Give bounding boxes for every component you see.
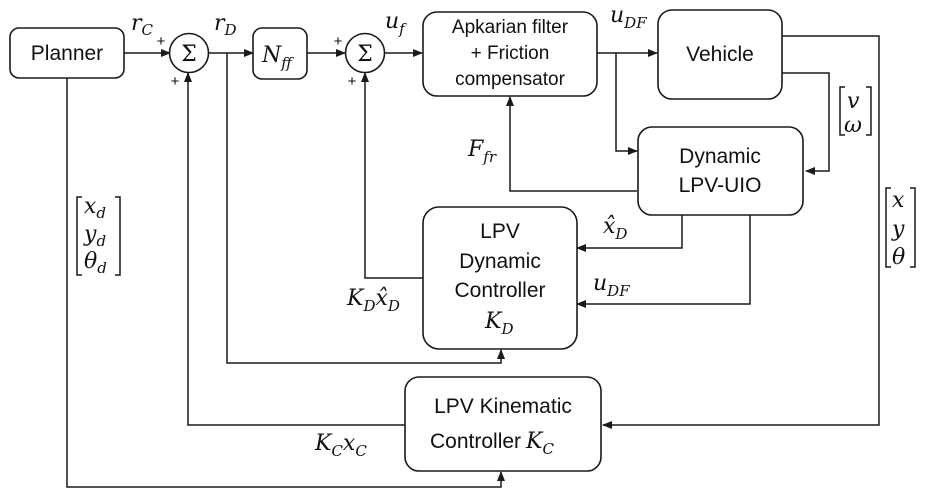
svg-text:v: v bbox=[847, 89, 860, 114]
sum1-sigma: Σ bbox=[181, 42, 197, 67]
wire-vel-to-uio bbox=[781, 72, 830, 175]
planner-label: Planner bbox=[31, 42, 103, 65]
signal-u-df-top: uDF bbox=[610, 3, 647, 32]
signal-u-df-mid: uDF bbox=[593, 271, 630, 300]
dyn-ctrl-line-1: LPV bbox=[480, 220, 520, 243]
sum2-sign-left: + bbox=[334, 33, 343, 50]
signal-kc-xc: KCxC bbox=[314, 431, 367, 460]
dyn-ctrl-line-2: Dynamic bbox=[459, 250, 541, 273]
sum1-sign-left: + bbox=[157, 33, 166, 50]
dyn-ctrl-gain: KD bbox=[484, 309, 513, 338]
sum2-junction[interactable]: Σ + + bbox=[334, 32, 386, 90]
wire-rd-to-dyn-ctrl bbox=[226, 53, 505, 364]
sum2-sign-bottom: + bbox=[348, 73, 357, 90]
svg-text:ω: ω bbox=[844, 113, 862, 138]
sum1-junction[interactable]: Σ + + bbox=[157, 32, 210, 90]
signal-pose-vector: x y θ bbox=[885, 187, 916, 270]
svg-text:x: x bbox=[892, 188, 905, 213]
uio-line-2: LPV-UIO bbox=[679, 174, 762, 197]
uio-line-1: Dynamic bbox=[679, 145, 761, 168]
wire-dyn-ctrl-to-sum2 bbox=[361, 72, 423, 279]
svg-text:θd: θd bbox=[84, 249, 107, 277]
apkarian-filter-block[interactable]: Apkarian filter + Friction compensator bbox=[422, 11, 598, 97]
sum1-sign-bottom: + bbox=[171, 73, 180, 90]
signal-r-c: rC bbox=[131, 11, 154, 39]
kin-ctrl-line-1: LPV Kinematic bbox=[434, 395, 572, 418]
wire-kin-ctrl-to-sum1 bbox=[184, 72, 405, 426]
dyn-ctrl-line-3: Controller bbox=[454, 279, 545, 302]
signal-kd-xhat-d: KDx̂D bbox=[346, 286, 400, 315]
svg-text:xd: xd bbox=[84, 194, 106, 222]
apkarian-line-3: compensator bbox=[455, 69, 566, 90]
vehicle-label: Vehicle bbox=[686, 43, 754, 66]
apkarian-line-1: Apkarian filter bbox=[452, 17, 569, 38]
signal-u-f: uf bbox=[385, 9, 407, 38]
svg-text:y: y bbox=[891, 217, 905, 242]
nff-label: Nff bbox=[261, 43, 294, 72]
lpv-uio-block[interactable]: Dynamic LPV-UIO bbox=[637, 126, 804, 216]
signal-velocity-vector: v ω bbox=[839, 86, 872, 138]
wire-planner-to-kin-ctrl bbox=[66, 77, 505, 488]
wire-udf-to-uio bbox=[615, 53, 638, 155]
sum2-sigma: Σ bbox=[357, 42, 373, 67]
svg-text:θ: θ bbox=[892, 245, 905, 270]
vehicle-block[interactable]: Vehicle bbox=[657, 9, 783, 100]
nff-block[interactable]: Nff bbox=[252, 27, 308, 80]
planner-block[interactable]: Planner bbox=[9, 27, 125, 79]
wire-udf-to-dyn-ctrl bbox=[576, 190, 751, 308]
signal-x-hat-d: x̂D bbox=[603, 214, 627, 243]
signal-f-fr: Ffr bbox=[467, 137, 497, 166]
wire-pose-to-kin-ctrl bbox=[602, 35, 880, 429]
dynamic-controller-block[interactable]: LPV Dynamic Controller KD bbox=[422, 206, 578, 350]
apkarian-line-2: + Friction bbox=[471, 43, 550, 64]
wires bbox=[66, 35, 880, 488]
signal-desired-pose-vector: xd yd θd bbox=[76, 194, 121, 277]
svg-text:yd: yd bbox=[83, 222, 106, 250]
wire-ffr-to-apkarian bbox=[506, 96, 637, 192]
signal-r-d: rD bbox=[214, 11, 237, 39]
